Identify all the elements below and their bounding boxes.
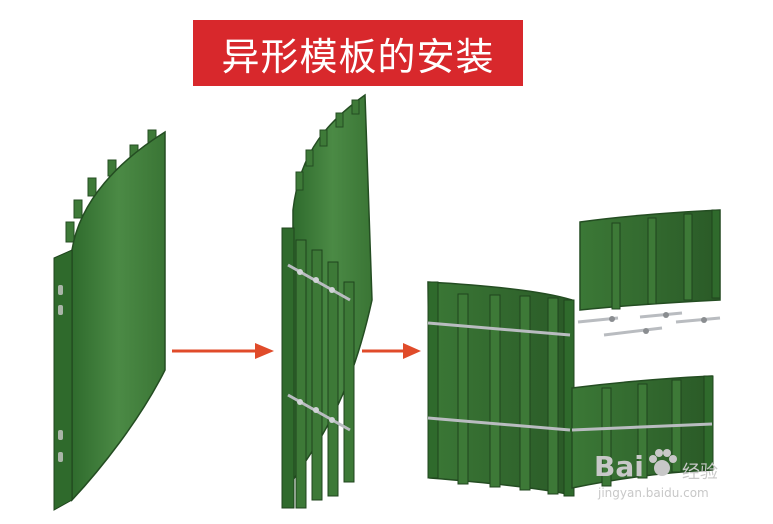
ribbed-curved-panel xyxy=(281,93,373,509)
title-banner: 异形模板的安装 xyxy=(193,20,523,86)
single-curved-panel xyxy=(53,129,166,511)
assembled-formwork xyxy=(427,209,721,497)
paw-icon xyxy=(649,449,677,476)
arrow-1 xyxy=(172,343,274,359)
watermark-url: jingyan.baidu.com xyxy=(598,486,709,500)
page-title: 异形模板的安装 xyxy=(221,34,495,79)
watermark-sub: 经验 xyxy=(682,462,718,483)
baidu-watermark: Bai 经验 jingyan.baidu.com xyxy=(594,440,734,510)
watermark-brand: Bai xyxy=(594,450,644,483)
arrow-2 xyxy=(362,343,421,359)
